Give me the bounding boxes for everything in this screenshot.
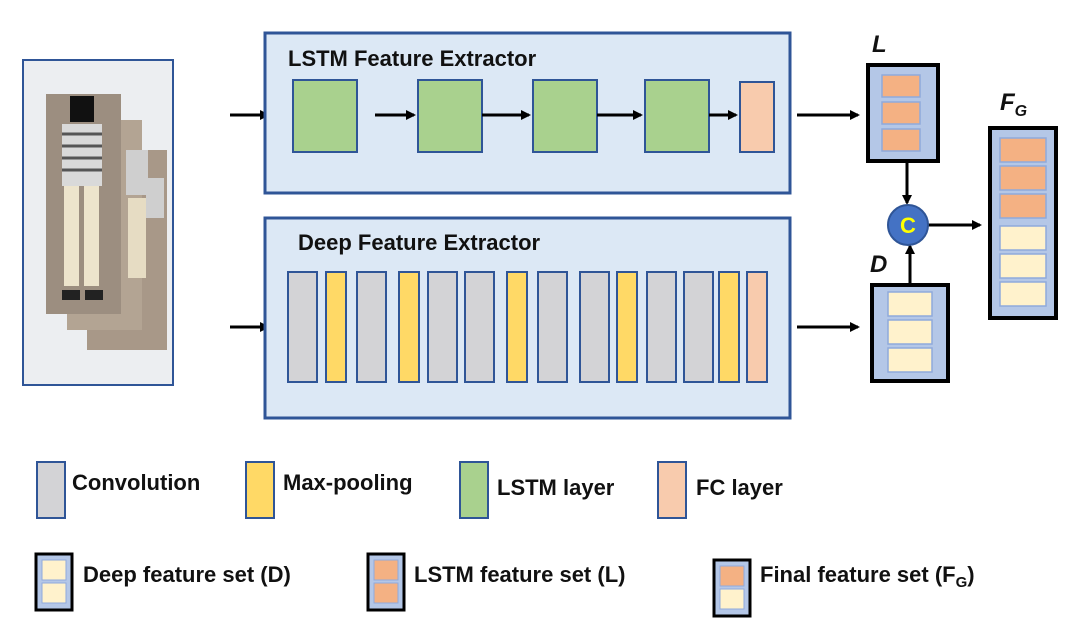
deep-extractor-maxpool-block-10 [616,271,638,383]
legend-swatch-lstm-set [366,552,406,612]
deep-extractor-conv-block-11 [646,271,677,383]
deep-extractor-conv-block-12 [683,271,714,383]
deep-extractor-conv-block-6 [464,271,495,383]
svg-text:FG: FG [1000,89,1027,120]
lstm-extractor-lstm-block-3 [532,79,598,153]
deep-extractor-maxpool-block-13 [718,271,740,383]
deep-extractor-maxpool-block-2 [325,271,347,383]
legend-swatch-convolution [36,461,66,519]
final-feature-set-FG: FG [988,89,1058,320]
concat-symbol: C [900,213,916,238]
legend-swatch-lstm [459,461,489,519]
legend-label-lstm: LSTM layer [497,475,615,500]
legend-label-fc: FC layer [696,475,783,500]
deep-feature-label: D [870,251,887,278]
deep-feature-extractor: Deep Feature Extractor [263,216,792,420]
deep-extractor-conv-block-5 [427,271,458,383]
final-feature-label: F [1000,89,1016,116]
lstm-extractor-lstm-block-2 [417,79,483,153]
deep-extractor-conv-block-3 [356,271,387,383]
input-panel [22,59,174,386]
lstm-extractor-lstm-block-4 [644,79,710,153]
legend-row-feature-sets: Deep feature set (D) LSTM feature set (L… [34,552,975,618]
legend-label-lstm-set: LSTM feature set (L) [414,562,625,587]
legend-swatch-fc [657,461,687,519]
legend-label-maxpool: Max-pooling [283,470,413,495]
deep-extractor-conv-block-9 [579,271,610,383]
lstm-feature-label: L [872,31,887,58]
deep-layer-stack [287,271,768,383]
deep-extractor-conv-block-8 [537,271,568,383]
deep-extractor-conv-block-1 [287,271,318,383]
legend-swatch-maxpool [245,461,275,519]
legend-label-final-set: Final feature set (FG) [760,562,975,591]
lstm-feature-set-L: L [866,31,940,163]
deep-feature-set-D: D [870,251,950,383]
lstm-extractor-lstm-block-1 [292,79,358,153]
legend-label-deep-set: Deep feature set (D) [83,562,291,587]
lstm-feature-extractor: LSTM Feature Extractor [263,31,792,195]
deep-extractor-maxpool-block-7 [506,271,528,383]
lstm-extractor-fc-block-5 [739,81,775,153]
legend-label-convolution: Convolution [72,470,200,495]
legend-row-layers: Convolution Max-pooling LSTM layer FC la… [36,461,783,519]
final-feature-subscript: G [1015,103,1027,120]
legend-swatch-final-set [712,558,752,618]
lstm-extractor-title: LSTM Feature Extractor [288,46,537,71]
legend-swatch-deep-set [34,552,74,612]
deep-extractor-title: Deep Feature Extractor [298,230,541,255]
concatenation-circle-icon: C [887,204,929,246]
deep-extractor-maxpool-block-4 [398,271,420,383]
walking-person-silhouette-frames-icon [46,94,167,350]
deep-extractor-fc-block-14 [746,271,768,383]
lstm-layer-stack [292,79,775,153]
